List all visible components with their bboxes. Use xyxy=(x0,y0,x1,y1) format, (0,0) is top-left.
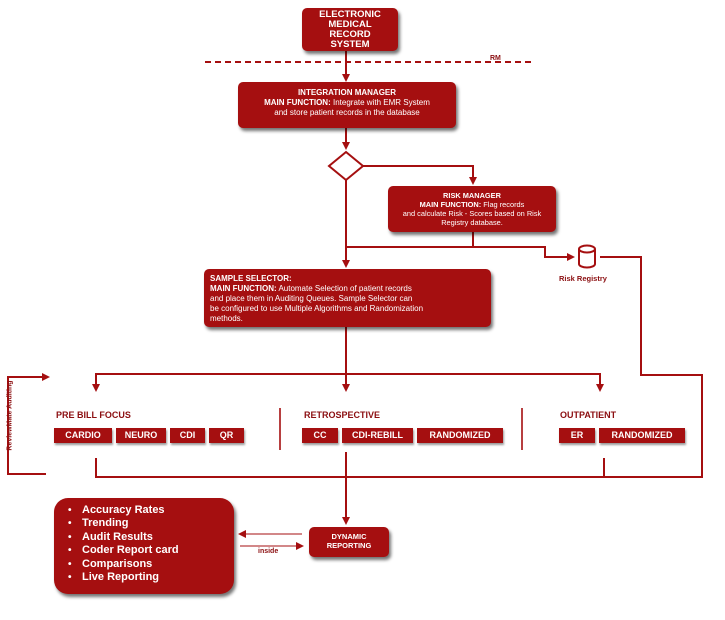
integration-main-label: MAIN FUNCTION: xyxy=(264,98,331,107)
integration-manager-box: INTEGRATION MANAGER MAIN FUNCTION: Integ… xyxy=(238,82,456,128)
integration-title: INTEGRATION MANAGER xyxy=(297,88,397,97)
dynamic-reporting-box: DYNAMIC REPORTING xyxy=(309,527,389,557)
emr-system-box: ELECTRONIC MEDICAL RECORD SYSTEM xyxy=(302,8,398,51)
sample-text-4: methods. xyxy=(210,314,243,323)
risk-title: RISK MANAGER xyxy=(443,191,501,200)
sample-title: SAMPLE SELECTOR: xyxy=(210,274,292,283)
report-item: •Trending xyxy=(68,517,129,530)
sample-text-1: Automate Selection of patient records xyxy=(278,284,412,293)
risk-text-1: Flag records xyxy=(483,200,525,209)
tag-cardio[interactable]: CARDIO xyxy=(54,428,112,443)
tag-qr[interactable]: QR xyxy=(209,428,244,443)
emr-line-1: ELECTRONIC xyxy=(319,9,381,20)
emr-line-3: RECORD xyxy=(329,29,371,40)
tag-randomized-outpatient[interactable]: RANDOMIZED xyxy=(599,428,685,443)
reports-list: •Accuracy Rates •Trending •Audit Results… xyxy=(68,504,234,584)
decision-diamond xyxy=(327,150,365,182)
outpatient-title: OUTPATIENT xyxy=(560,410,617,420)
arrow-risk-to-registry xyxy=(346,232,474,248)
reports-box: •Accuracy Rates •Trending •Audit Results… xyxy=(54,498,234,594)
emr-line-4: SYSTEM xyxy=(330,39,370,50)
report-item: •Accuracy Rates xyxy=(68,504,165,516)
left-feedback-line xyxy=(7,373,50,475)
arrow-decision-to-risk xyxy=(363,165,477,185)
integration-text-1: Integrate with EMR System xyxy=(332,98,430,107)
risk-text-3: Registry database. xyxy=(441,218,503,227)
tag-cdi[interactable]: CDI xyxy=(170,428,205,443)
dyn-line-1: DYNAMIC xyxy=(331,532,367,541)
arrow-split-left xyxy=(92,373,346,392)
risk-text-2: and calculate Risk - Scores based on Ris… xyxy=(402,209,542,218)
tag-cc[interactable]: CC xyxy=(302,428,338,443)
report-item: •Coder Report card xyxy=(68,544,179,557)
inside-label: inside xyxy=(258,548,279,555)
arrow-split-right xyxy=(346,373,604,392)
arrow-to-registry xyxy=(346,246,575,261)
report-item: •Comparisons xyxy=(68,557,153,570)
tag-er[interactable]: ER xyxy=(559,428,595,443)
registry-loop-line xyxy=(95,256,703,478)
tag-randomized-retro[interactable]: RANDOMIZED xyxy=(417,428,503,443)
dyn-line-2: REPORTING xyxy=(326,541,372,550)
risk-manager-box: RISK MANAGER MAIN FUNCTION: Flag records… xyxy=(388,186,556,232)
risk-main-label: MAIN FUNCTION: xyxy=(419,200,482,209)
risk-registry-label: Risk Registry xyxy=(559,274,607,283)
sample-text-3: be configured to use Multiple Algorithms… xyxy=(210,304,424,313)
integration-text-2: and store patient records in the databas… xyxy=(274,108,420,117)
tag-neuro[interactable]: NEURO xyxy=(116,428,166,443)
retro-title: RETROSPECTIVE xyxy=(304,410,381,420)
report-item: •Audit Results xyxy=(68,530,153,543)
sample-text-2: and place them in Auditing Queues. Sampl… xyxy=(210,294,413,303)
prebill-title: PRE BILL FOCUS xyxy=(56,410,131,420)
rm-label: RM xyxy=(490,55,501,62)
sample-main-label: MAIN FUNCTION: xyxy=(210,284,277,293)
tag-cdi-rebill[interactable]: CDI-REBILL xyxy=(342,428,413,443)
sample-selector-box: SAMPLE SELECTOR: MAIN FUNCTION: Automate… xyxy=(204,269,491,327)
emr-line-2: MEDICAL xyxy=(328,19,372,30)
database-icon xyxy=(578,244,596,269)
reviewmate-auditing-label: ReviewMate Auditing xyxy=(6,380,14,451)
report-item: •Live Reporting xyxy=(68,571,160,584)
